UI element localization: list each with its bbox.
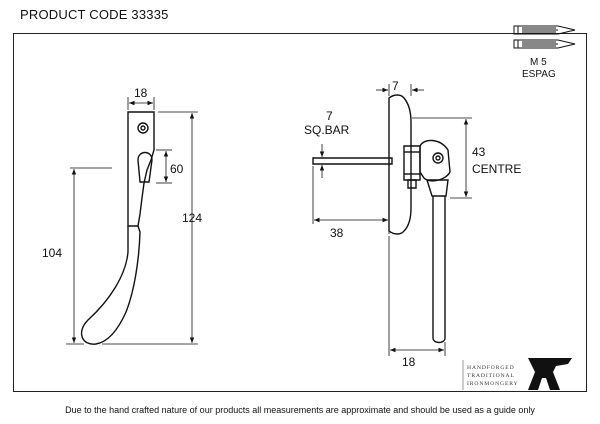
footer-disclaimer: Due to the hand crafted nature of our pr… (65, 405, 535, 415)
label-bar-type: SQ.BAR (304, 123, 350, 137)
fixing-type: ESPAG (522, 69, 556, 80)
label-plate-thickness: 7 (392, 79, 399, 93)
dim-grip-height (156, 149, 172, 184)
dim-bar-length (312, 166, 390, 234)
dim-lever-projection (388, 236, 446, 356)
label-lever-length: 104 (42, 246, 62, 260)
brand-line1: HANDFORGED (467, 365, 515, 371)
label-bar-length: 38 (330, 226, 344, 240)
label-overall-height: 124 (182, 211, 202, 225)
screw-icon (513, 25, 576, 35)
brand-logo: HANDFORGED TRADITIONAL IRONMONGERY (462, 358, 572, 390)
front-view-handle (80, 111, 155, 345)
anvil-icon (528, 358, 572, 390)
product-code: PRODUCT CODE 33335 (20, 7, 169, 22)
label-centre: CENTRE (472, 162, 521, 176)
dim-handle-width (127, 97, 155, 110)
label-lever-projection: 18 (402, 355, 416, 369)
brand-line2: TRADITIONAL (467, 373, 515, 379)
drawing-frame (13, 33, 587, 392)
side-view-handle (312, 94, 451, 344)
label-grip-height: 60 (170, 162, 184, 176)
dim-plate-thickness (376, 84, 424, 96)
brand-line3: IRONMONGERY (467, 381, 519, 387)
fixing-size: M 5 (530, 57, 547, 68)
label-bar-size: 7 (326, 109, 333, 123)
screw-icon (513, 39, 576, 49)
dim-lever-length (66, 167, 112, 345)
label-centre-value: 43 (472, 145, 486, 159)
label-handle-width: 18 (134, 86, 148, 100)
dim-bar-size (314, 144, 330, 178)
dim-centre (412, 117, 472, 199)
dim-overall-height (102, 111, 198, 345)
